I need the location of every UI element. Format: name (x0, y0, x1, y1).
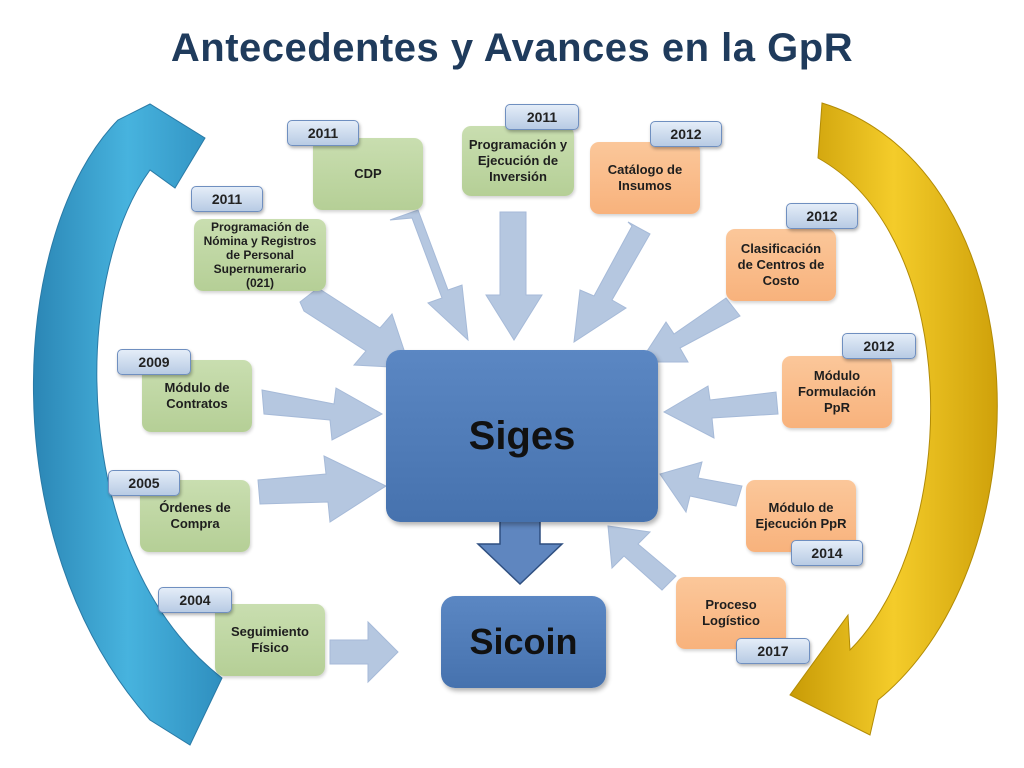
year-tag-seguimiento: 2004 (158, 587, 232, 613)
left-cycle-arrow (32, 103, 223, 746)
arrow-centros (639, 297, 741, 363)
feeder-arrows (257, 209, 779, 684)
module-insumos-label: Catálogo de Insumos (607, 162, 683, 193)
arrow-contratos (261, 387, 384, 441)
module-centros[interactable]: Clasificación de Centros de Costo (726, 229, 836, 301)
sicoin-label: Sicoin (469, 621, 578, 662)
arrow-ejecucion (659, 461, 743, 514)
year-tag-centros: 2012 (786, 203, 858, 229)
module-centros-label: Clasificación de Centros de Costo (737, 241, 825, 288)
module-seguimiento[interactable]: Seguimiento Físico (215, 604, 325, 676)
arrow-formulacion (662, 385, 779, 439)
siges-label: Siges (468, 414, 576, 458)
module-nomina-label: Programación de Nómina y Registros de Pe… (203, 220, 317, 290)
year-tag-ejecucion: 2014 (791, 540, 863, 566)
arrow-seguimiento (329, 620, 399, 684)
right-cycle-arrow (789, 102, 998, 736)
year-tag-inversion: 2011 (505, 104, 579, 130)
module-cdp[interactable]: CDP (313, 138, 423, 210)
year-tag-formulacion: 2012 (842, 333, 916, 359)
year-tag-nomina: 2011 (191, 186, 263, 212)
year-tag-logistico: 2017 (736, 638, 810, 664)
module-insumos[interactable]: Catálogo de Insumos (590, 142, 700, 214)
siges-box[interactable]: Siges (386, 350, 658, 522)
year-tag-contratos: 2009 (117, 349, 191, 375)
arrow-compra (257, 455, 388, 523)
year-tag-insumos: 2012 (650, 121, 722, 147)
arrow-inversion (485, 211, 543, 341)
module-formulacion[interactable]: Módulo Formulación PpR (782, 356, 892, 428)
module-logistico-label: Proceso Logístico (702, 597, 760, 628)
arrow-cdp (389, 209, 469, 342)
slide-title: Antecedentes y Avances en la GpR (170, 26, 854, 70)
arrow-insumos (573, 221, 651, 344)
module-logistico[interactable]: Proceso Logístico (676, 577, 786, 649)
module-seguimiento-label: Seguimiento Físico (230, 624, 309, 655)
module-inversion[interactable]: Programación y Ejecución de Inversión (462, 126, 574, 196)
module-ejecucion-label: Módulo de Ejecución PpR (755, 500, 847, 531)
module-cdp-label: CDP (354, 166, 382, 181)
module-inversion-label: Programación y Ejecución de Inversión (468, 137, 568, 184)
module-nomina[interactable]: Programación de Nómina y Registros de Pe… (194, 219, 326, 291)
year-tag-compra: 2005 (108, 470, 180, 496)
module-formulacion-label: Módulo Formulación PpR (797, 368, 876, 415)
year-tag-cdp: 2011 (287, 120, 359, 146)
module-contratos-label: Módulo de Contratos (164, 380, 230, 411)
sicoin-box[interactable]: Sicoin (441, 596, 606, 688)
arrow-logistico (607, 525, 677, 591)
module-compra-label: Órdenes de Compra (159, 500, 231, 531)
